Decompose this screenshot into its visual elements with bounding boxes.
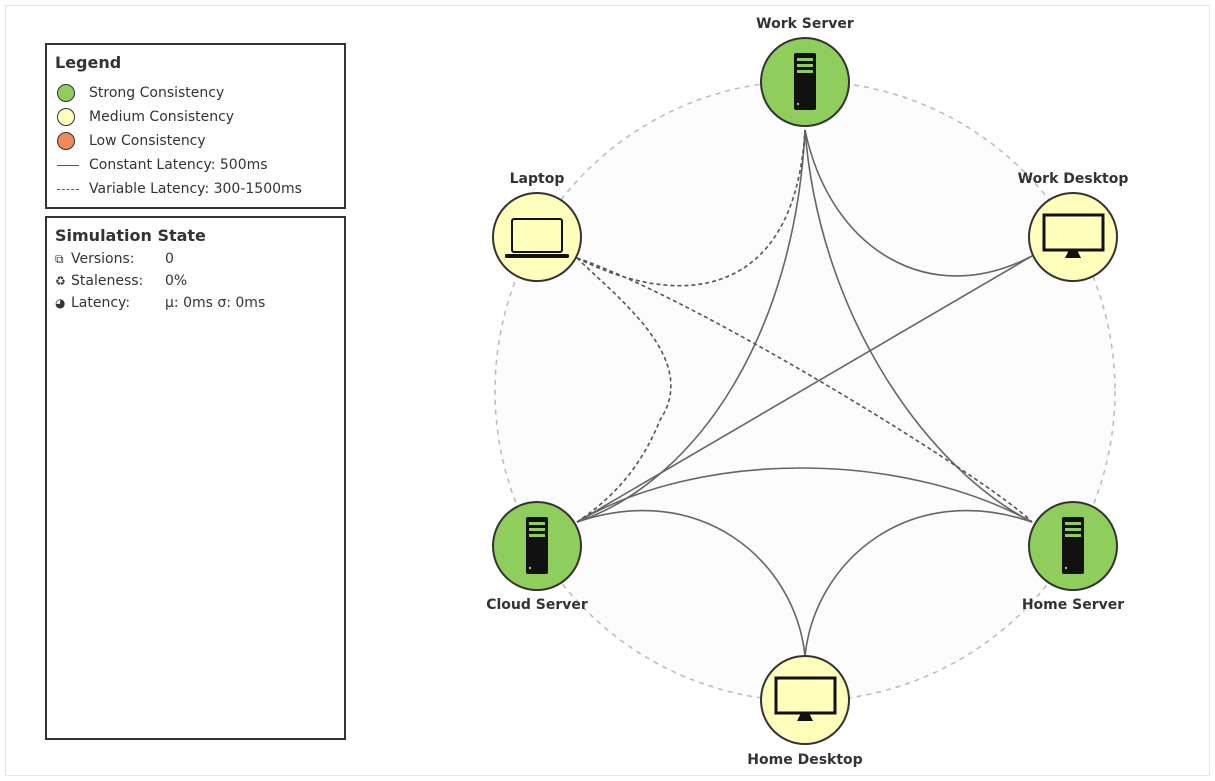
link-cloud-server-home-server [576,467,1033,523]
node-label-laptop: Laptop [510,171,565,187]
strong-swatch [57,84,75,102]
link-work-server-home-server [804,129,1033,523]
node-laptop[interactable]: Laptop [492,171,582,282]
variable-links [576,129,1033,523]
medium-swatch [57,108,75,126]
desktop-icon [774,676,837,721]
simulation-state-panel: Simulation State ⧉ Versions: 0 ♻ Stalene… [45,216,346,740]
node-label-home-desktop: Home Desktop [747,752,862,768]
node-home-desktop[interactable]: Home Desktop [747,655,863,768]
server-icon [526,517,548,574]
link-laptop-home-server [576,257,1033,523]
legend-item-medium: Medium Consistency [57,107,234,127]
legend-label: Constant Latency: 500ms [89,157,268,173]
node-label-cloud-server: Cloud Server [486,597,588,613]
legend-label: Strong Consistency [89,85,225,101]
laptop-icon [505,218,569,258]
link-laptop-cloud-server [576,257,672,523]
legend-item-strong: Strong Consistency [57,83,224,103]
versions-row: ⧉ Versions: 0 [55,250,174,268]
legend-label: Medium Consistency [89,109,235,125]
desktop-icon [1042,213,1105,258]
legend-label: Variable Latency: 300-1500ms [89,181,302,197]
server-icon [794,53,816,110]
node-work-server[interactable]: Work Server [756,16,854,127]
versions-label: Versions: [71,251,135,267]
solid-line-swatch [57,164,79,166]
legend-label: Low Consistency [89,133,206,149]
versions-value: 0 [165,251,174,267]
node-label-work-server: Work Server [756,16,854,32]
link-cloud-server-home-desktop [576,509,806,657]
node-home-server[interactable]: Home Server [1022,501,1124,613]
recycle-icon: ♻ [55,274,66,288]
latency-value: μ: 0ms σ: 0ms [165,295,266,311]
page-frame [5,5,1210,776]
latency-row: ◕ Latency: μ: 0ms σ: 0ms [55,294,265,312]
server-icon [1062,517,1084,574]
node-label-work-desktop: Work Desktop [1018,171,1129,187]
node-cloud-server[interactable]: Cloud Server [486,501,588,613]
staleness-label: Staleness: [71,273,144,289]
low-swatch [57,132,75,150]
link-cloud-server-work-desktop [576,255,1033,523]
staleness-row: ♻ Staleness: 0% [55,272,187,290]
legend-item-variable-latency: Variable Latency: 300-1500ms [57,179,302,199]
node-work-desktop[interactable]: Work Desktop [1018,171,1129,282]
legend-panel: Legend Strong Consistency Medium Consist… [45,43,346,209]
dashed-line-swatch [57,188,79,190]
legend-title: Legend [55,53,122,72]
link-work-server-work-desktop [804,129,1033,277]
simulation-state-title: Simulation State [55,226,206,245]
legend-item-constant-latency: Constant Latency: 500ms [57,155,268,175]
node-label-home-server: Home Server [1022,597,1124,613]
dashboard-icon: ◕ [55,296,66,310]
link-home-desktop-home-server [804,509,1033,657]
copy-icon: ⧉ [55,251,64,266]
node-circle [492,192,582,282]
legend-item-low: Low Consistency [57,131,206,151]
staleness-value: 0% [165,273,188,289]
latency-label: Latency: [71,295,131,311]
links [576,129,1033,657]
